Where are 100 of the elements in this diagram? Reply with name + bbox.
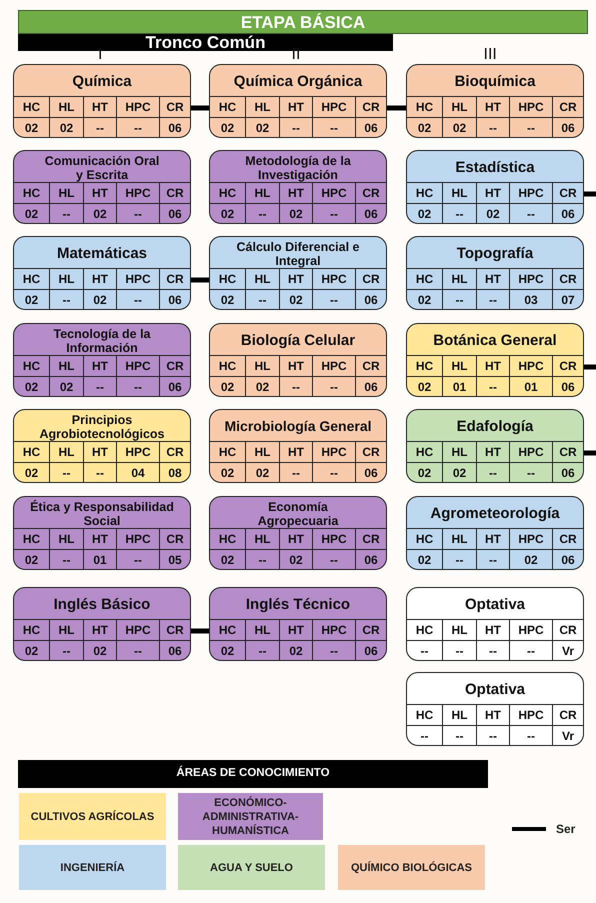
course-title: Botánica General	[433, 332, 557, 349]
column-header: HT	[279, 528, 312, 549]
column-header: HT	[83, 268, 116, 289]
column-header: CR	[159, 355, 190, 376]
table-value: 06	[355, 289, 386, 309]
course-card	[13, 64, 191, 138]
table-value: --	[49, 289, 83, 309]
column-header: HC	[407, 182, 442, 203]
course-title: Química Orgánica	[234, 73, 362, 90]
column-header: HL	[442, 182, 476, 203]
column-header: HC	[14, 96, 49, 117]
table-value: 02	[83, 203, 116, 223]
table-value: 01	[509, 376, 552, 396]
table-value: 02	[14, 462, 49, 482]
table-value: --	[116, 376, 159, 396]
course-card	[406, 323, 584, 397]
course-title: Optativa	[464, 681, 525, 698]
table-value: --	[49, 549, 83, 569]
course-card	[13, 236, 191, 310]
column-header: HPC	[116, 528, 159, 549]
column-header: HC	[14, 441, 49, 462]
table-value: 02	[407, 462, 442, 482]
column-header: HL	[49, 528, 83, 549]
column-header: HPC	[509, 182, 552, 203]
column-header: HC	[14, 619, 49, 640]
column-header: HC	[407, 704, 442, 725]
table-value: 02	[210, 376, 245, 396]
column-header: HC	[407, 268, 442, 289]
table-value: 02	[210, 462, 245, 482]
table-value: --	[116, 117, 159, 137]
course-card	[13, 323, 191, 397]
connector-line	[387, 106, 406, 110]
column-header: CR	[552, 268, 583, 289]
column-header: HL	[49, 268, 83, 289]
table-value: 02	[442, 462, 476, 482]
column-header: HPC	[312, 528, 355, 549]
connector-line	[584, 192, 596, 196]
column-header: HPC	[312, 268, 355, 289]
table-value: --	[279, 462, 312, 482]
column-header: HC	[14, 355, 49, 376]
table-value: --	[83, 117, 116, 137]
column-header: CR	[552, 355, 583, 376]
table-value: 02	[210, 203, 245, 223]
course-title: Microbiología General	[224, 418, 372, 435]
column-header: HL	[49, 182, 83, 203]
course-card	[209, 323, 387, 397]
stage-banner: ETAPA BÁSICA	[18, 10, 588, 34]
table-value: 02	[210, 549, 245, 569]
table-value: --	[312, 640, 355, 660]
table-value: 06	[552, 549, 583, 569]
table-value: 06	[355, 203, 386, 223]
column-header: CR	[552, 441, 583, 462]
column-header: HL	[442, 96, 476, 117]
column-header: CR	[355, 528, 386, 549]
table-value: --	[407, 725, 442, 745]
table-value: 02	[83, 640, 116, 660]
course-card	[406, 64, 584, 138]
column-header: HT	[476, 268, 509, 289]
table-value: --	[83, 462, 116, 482]
table-value: 01	[442, 376, 476, 396]
connector-line	[191, 106, 209, 110]
table-value: 02	[407, 549, 442, 569]
legend-label: QUÍMICO BIOLÓGICAS	[351, 860, 472, 874]
column-header: HC	[210, 528, 245, 549]
column-header: HT	[476, 96, 509, 117]
column-header: HC	[14, 528, 49, 549]
course-title: Tecnología de la Información	[52, 326, 152, 354]
column-header: HPC	[312, 182, 355, 203]
table-value: 06	[159, 289, 190, 309]
course-card	[209, 496, 387, 570]
course-card	[406, 496, 584, 570]
column-header: HC	[210, 619, 245, 640]
column-header: CR	[159, 182, 190, 203]
table-value: --	[49, 462, 83, 482]
column-header: HL	[442, 441, 476, 462]
column-header: HC	[14, 182, 49, 203]
column-header: HT	[83, 96, 116, 117]
column-header: HPC	[116, 268, 159, 289]
course-title: Química	[72, 73, 132, 90]
table-value: 06	[159, 640, 190, 660]
column-header: HC	[210, 182, 245, 203]
column-header: HPC	[116, 96, 159, 117]
course-title: Economía Agropecuaria	[256, 500, 340, 528]
course-title: Topografía	[456, 245, 534, 262]
course-card	[209, 236, 387, 310]
table-value: 02	[407, 203, 442, 223]
column-header: CR	[159, 268, 190, 289]
table-value: --	[509, 725, 552, 745]
table-value: 06	[355, 462, 386, 482]
course-title: Cálculo Diferencial e Integral	[236, 240, 360, 268]
table-value: 05	[159, 549, 190, 569]
column-header: HPC	[116, 355, 159, 376]
column-header: CR	[355, 182, 386, 203]
table-value: --	[279, 376, 312, 396]
table-value: --	[312, 117, 355, 137]
column-header: HPC	[116, 441, 159, 462]
column-header: HL	[442, 355, 476, 376]
table-value: 02	[509, 549, 552, 569]
column-header: HPC	[509, 704, 552, 725]
course-card	[13, 409, 191, 483]
